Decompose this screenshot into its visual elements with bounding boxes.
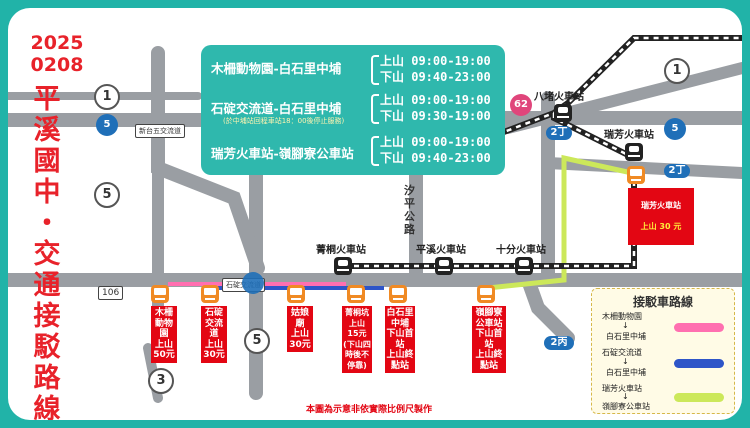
- legend-1-to: 白石里中埔: [606, 332, 646, 341]
- route-green: [487, 154, 633, 291]
- bus-stop-zoo: 木柵動物園 上山 50元: [151, 306, 177, 363]
- route-1-down: 下山 09:40-23:00: [380, 70, 491, 84]
- bus-stop-shiding: 石碇交流道 上山 30元: [201, 306, 227, 363]
- ruifang-bus-fare: 上山 30 元: [640, 221, 682, 231]
- ruifang-bus-name: 瑞芳火車站: [641, 200, 681, 210]
- bus-stop-icon: [477, 285, 495, 303]
- road-shiding: [151, 46, 265, 275]
- jingtong-station-label: 菁桐火車站: [316, 245, 366, 256]
- route-2-up: 上山 09:00-19:00: [380, 93, 491, 107]
- road-1-shield-east: 1: [664, 58, 690, 84]
- legend-swatch-blue: [674, 359, 724, 368]
- bus-stop-icon: [389, 285, 407, 303]
- route-3-up: 上山 09:00-19:00: [380, 135, 491, 149]
- pingxi-station-icon: [435, 257, 453, 275]
- legend-title: 接駁車路線: [632, 295, 693, 309]
- freeway-5-shield-east: 5: [664, 118, 686, 140]
- route-name-3: 瑞芳火車站-嶺腳寮公車站: [211, 146, 354, 161]
- road-2bing-shield: 2丙: [544, 336, 574, 350]
- road-5-shield-south: 5: [244, 328, 270, 354]
- shifen-station-icon: [515, 257, 533, 275]
- legend-3-arrow: ↓: [622, 392, 629, 401]
- road-106-sign: 106: [98, 286, 124, 300]
- xiping-road-label: 汐平公路: [404, 184, 415, 236]
- bus-stop-zhongpu: 白石里中埔 下山首站 上山終點站: [385, 306, 415, 373]
- xindian-interchange-sign: 新台五交流道: [135, 124, 185, 138]
- bus-stop-icon: [347, 285, 365, 303]
- pingxi-station-label: 平溪火車站: [416, 245, 466, 256]
- legend-3-from: 瑞芳火車站: [602, 384, 642, 393]
- timetable-panel: 木柵動物園-白石里中埔 上山 09:00-19:00 下山 09:40-23:0…: [201, 45, 505, 175]
- ruifang-bus-icon: [627, 166, 645, 184]
- route-legend: 接駁車路線 木柵動物園 ↓ 白石里中埔 石碇交流道 ↓ 白石里中埔 瑞芳火車站 …: [591, 288, 735, 414]
- badu-station-icon: [554, 104, 572, 122]
- brace-2: [371, 94, 379, 124]
- ruifang-station-icon: [625, 143, 643, 161]
- legend-1-from: 木柵動物園: [602, 312, 642, 321]
- bus-stop-guniang: 姑娘廟 上山 30元: [287, 306, 313, 352]
- legend-2-arrow: ↓: [622, 357, 629, 366]
- road-2ding-shield-b: 2丁: [664, 164, 690, 178]
- legend-swatch-pink: [674, 323, 724, 332]
- shiding-interchange-marker: [242, 272, 264, 294]
- route-name-2: 石碇交流道-白石里中埔: [211, 101, 342, 116]
- brace-1: [371, 55, 379, 85]
- road-2ding-shield-a: 2丁: [546, 126, 572, 140]
- bus-stop-icon: [201, 285, 219, 303]
- bus-stop-jingtongkeng: 菁桐坑 上山 15元 (下山四時後不停靠): [342, 306, 372, 373]
- route-3-down: 下山 09:40-23:00: [380, 151, 491, 165]
- poster-title: 平 溪 國 中 ・ 交 通 接 駁 路 線: [33, 84, 61, 420]
- ruifang-bus-stop: 瑞芳火車站 上山 30 元: [628, 188, 694, 245]
- shifen-station-label: 十分火車站: [496, 245, 546, 256]
- road-2ding: [542, 157, 742, 179]
- legend-3-to: 嶺腳寮公車站: [602, 402, 650, 411]
- freeway-5-shield-west: 5: [96, 114, 118, 136]
- bus-stop-lingjiaoliao: 嶺腳寮公車站 下山首站 上山終點站: [472, 306, 506, 373]
- road-62-shield: 62: [510, 94, 532, 116]
- ruifang-station-label: 瑞芳火車站: [604, 130, 654, 141]
- route-1-up: 上山 09:00-19:00: [380, 54, 491, 68]
- legend-2-from: 石碇交流道: [602, 348, 642, 357]
- road-3-shield: 3: [148, 368, 174, 394]
- legend-swatch-green: [674, 393, 724, 402]
- date-label: 2025 0208: [30, 32, 84, 76]
- legend-2-to: 白石里中埔: [606, 368, 646, 377]
- jingtong-station-icon: [334, 257, 352, 275]
- scale-disclaimer: 本圖為示意非依實際比例尺製作: [306, 405, 433, 415]
- road-1-shield-west: 1: [94, 84, 120, 110]
- road-2bing-south: [521, 273, 575, 345]
- route-name-1: 木柵動物園-白石里中埔: [211, 61, 342, 76]
- bus-stop-icon: [151, 285, 169, 303]
- route-2-note: (於中埔站回程車站18：00後停止服務): [223, 117, 345, 125]
- map-card: 2025 0208 平 溪 國 中 ・ 交 通 接 駁 路 線 木柵動物園-白石…: [8, 8, 742, 420]
- legend-1-arrow: ↓: [622, 321, 629, 330]
- bus-stop-icon: [287, 285, 305, 303]
- route-2-down: 下山 09:30-19:00: [380, 109, 491, 123]
- brace-3: [371, 136, 379, 166]
- road-5-shield: 5: [94, 182, 120, 208]
- badu-station-label: 八堵火車站: [534, 92, 584, 103]
